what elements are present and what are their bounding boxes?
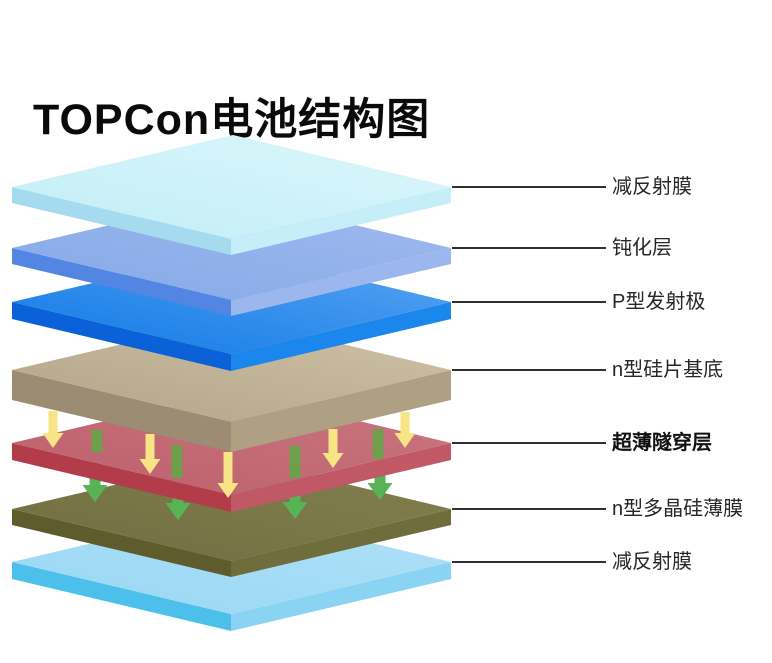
layer-p-emitter-right-face (231, 302, 451, 371)
green-arrow-down-icon (82, 462, 108, 502)
yellow-arrow-down-icon (394, 412, 416, 448)
layer-stack (12, 135, 606, 631)
layer-label-ar-bottom: 减反射膜 (612, 551, 692, 573)
green-arrow-down-icon (165, 480, 191, 520)
layer-poly-si-left-face (12, 509, 231, 577)
green-arrow-down-icon (282, 478, 308, 519)
layer-ar-top-top-face (12, 135, 451, 239)
yellow-arrow-down-icon (217, 452, 239, 498)
green-bar-icon (372, 429, 384, 459)
yellow-arrow-down-icon (42, 411, 64, 448)
layer-ar-top-left-face (12, 187, 231, 255)
layer-tunnel-left-face (12, 443, 231, 512)
green-arrow-down-icon (367, 458, 393, 500)
yellow-arrow-down-icon (139, 434, 161, 474)
layer-ar-top-right-face (231, 187, 451, 255)
layer-label-tunnel: 超薄隧穿层 (612, 432, 712, 454)
layer-tunnel-right-face (231, 443, 451, 512)
yellow-arrow-down-icon (322, 429, 344, 468)
green-bar-icon (289, 446, 301, 478)
layer-label-p-emitter: P型发射极 (612, 291, 706, 313)
layer-poly-si-right-face (231, 509, 451, 577)
layer-label-ar-top: 减反射膜 (612, 176, 692, 198)
layer-n-substrate-left-face (12, 370, 231, 452)
layer-passivation-left-face (12, 248, 231, 316)
green-bar-icon (171, 445, 183, 478)
green-bar-icon (91, 430, 103, 452)
layer-n-substrate-right-face (231, 370, 451, 452)
layer-label-passivation: 钝化层 (612, 237, 672, 259)
layer-ar-bottom-right-face (231, 562, 451, 631)
layer-label-poly-si: n型多晶硅薄膜 (612, 498, 744, 520)
layer-ar-bottom-left-face (12, 562, 231, 631)
layer-p-emitter-left-face (12, 302, 231, 371)
layer-passivation-right-face (231, 248, 451, 316)
layer-label-n-substrate: n型硅片基底 (612, 359, 724, 381)
